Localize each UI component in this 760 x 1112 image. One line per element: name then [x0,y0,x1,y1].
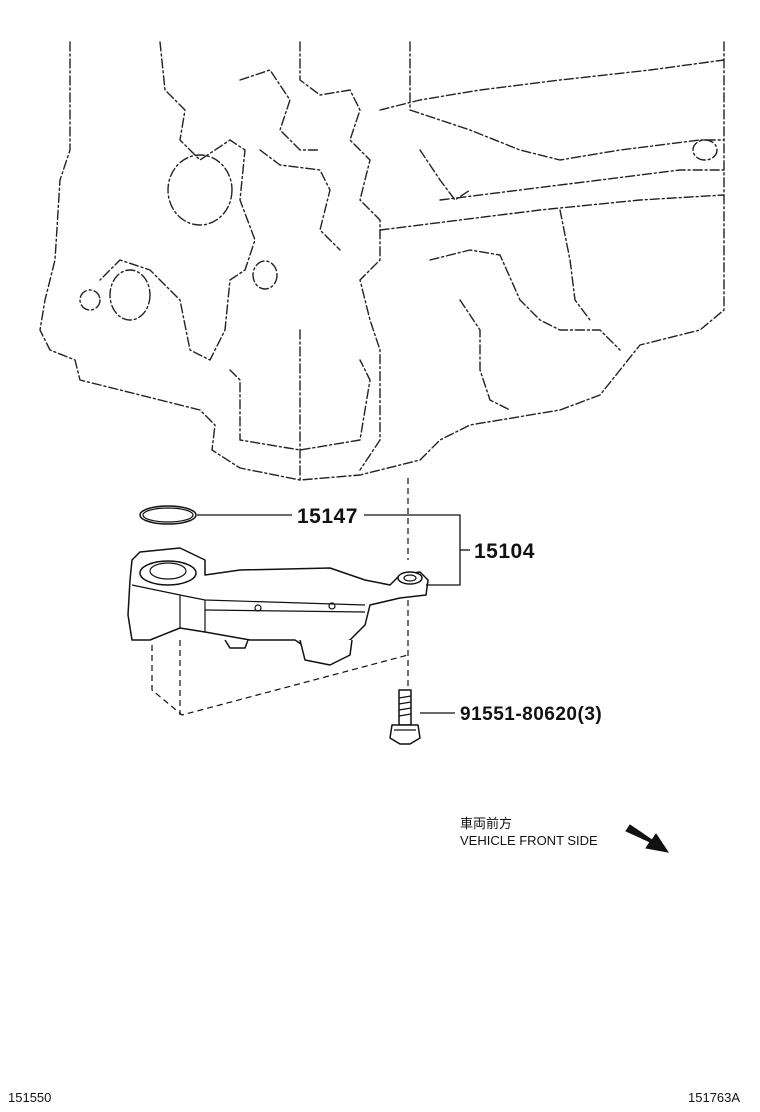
oil-strainer-shape [127,547,429,666]
label-bolt: 91551-80620(3) [460,704,602,725]
oring-shape [139,505,197,525]
label-15104: 15104 [474,540,535,563]
bolt-shape [389,689,421,745]
engine-block-outline [39,41,725,481]
direction-japanese: 車両前方 [460,816,512,831]
footer-right-code: 151763A [688,1090,740,1105]
front-arrow-icon [625,824,670,853]
label-15147: 15147 [297,505,358,528]
direction-english: VEHICLE FRONT SIDE [460,833,598,848]
footer-left-code: 151550 [8,1090,51,1105]
